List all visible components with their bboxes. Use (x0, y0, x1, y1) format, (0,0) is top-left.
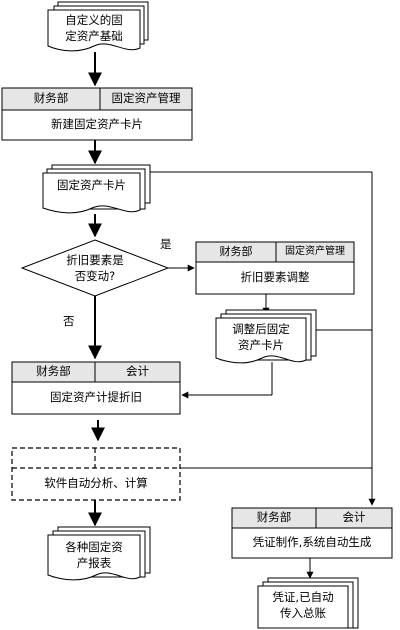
depreciation-task: 固定资产计提折旧 (50, 390, 142, 404)
software-task: 软件自动分析、计算 (44, 476, 148, 490)
doc-card-text: 固定资产卡片 (57, 178, 126, 192)
adjust-dept: 财务部 (219, 245, 253, 258)
depreciation-role: 会计 (126, 364, 149, 378)
box-voucher (231, 507, 393, 559)
decision-text: 折旧要素是 否变动? (35, 252, 155, 284)
doc-ledger-text: 凭证,已自动 传入总账 (258, 590, 348, 621)
doc-custom-line1: 自定义的固 (65, 13, 123, 27)
decision-no-label: 否 (63, 314, 75, 328)
doc-card (42, 164, 151, 214)
box-adjust (195, 241, 355, 295)
box-software (11, 447, 181, 501)
adjust-task: 折旧要素调整 (240, 270, 310, 284)
doc-reports-line2: 产报表 (76, 555, 112, 570)
newcard-dept: 财务部 (33, 91, 69, 105)
doc-ledger (257, 577, 359, 629)
box-depreciation (11, 361, 181, 415)
doc-ledger-line1: 凭证,已自动 (272, 590, 334, 604)
doc-ledger-line2: 传入总账 (280, 605, 326, 620)
doc-adjusted-card (215, 309, 317, 364)
newcard-role: 固定资产管理 (111, 91, 181, 105)
decision-line1: 折旧要素是 (66, 253, 124, 267)
voucher-role: 会计 (342, 510, 366, 524)
doc-adjusted-line1: 调整后固定 (232, 322, 290, 336)
doc-custom-text: 自定义的固 定资产基础 (48, 13, 140, 44)
voucher-dept: 财务部 (256, 510, 292, 524)
voucher-task: 凭证制作,系统自动生成 (252, 535, 372, 549)
decision-yes-label: 是 (160, 237, 172, 251)
doc-reports-text: 各种固定资 产报表 (48, 540, 140, 571)
doc-reports (47, 526, 151, 581)
doc-reports-line1: 各种固定资 (65, 540, 123, 554)
adjust-role: 固定资产管理 (285, 246, 345, 257)
depreciation-dept: 财务部 (36, 364, 71, 378)
decision-line2: 否变动? (74, 269, 116, 284)
doc-adjusted-line2: 资产卡片 (238, 337, 284, 352)
doc-adjusted-text: 调整后固定 资产卡片 (216, 322, 306, 353)
box-new-card (1, 87, 193, 141)
doc-custom-line2: 定资产基础 (65, 28, 123, 43)
doc-custom-base (47, 1, 149, 52)
newcard-task: 新建固定资产卡片 (51, 117, 143, 131)
